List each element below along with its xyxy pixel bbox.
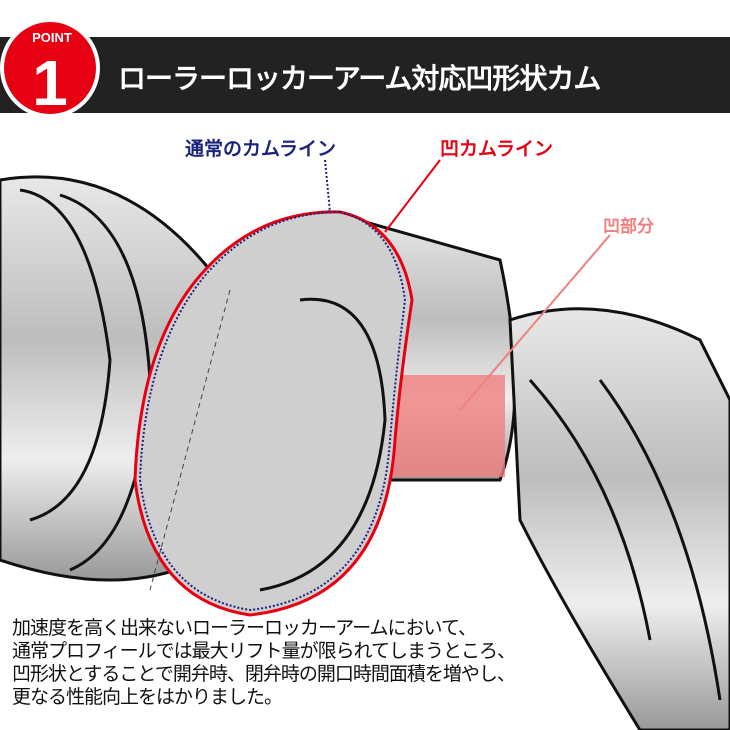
concave-cam-line-label: 凹カムライン	[440, 138, 554, 160]
description-line: 通常プロフィールでは最大リフト量が限られてしまうところ、	[12, 640, 516, 662]
concave-part-label: 凹部分	[603, 217, 654, 237]
normal-cam-line-label: 通常のカムライン	[185, 138, 337, 160]
description-line: 加速度を高く出来ないローラーロッカーアームにおいて、	[12, 617, 477, 639]
description-line: 更なる性能向上をはかりました。	[12, 686, 283, 708]
page-title: ローラーロッカーアーム対応凹形状カム	[118, 62, 601, 95]
badge-label: POINT	[32, 30, 72, 45]
badge-number: 1	[32, 47, 68, 115]
description: 加速度を高く出来ないローラーロッカーアームにおいて、 通常プロフィールでは最大リ…	[12, 617, 516, 709]
concave-part-area	[390, 375, 505, 477]
title-banner	[0, 37, 730, 113]
camshaft-illustration	[0, 159, 730, 730]
point-badge: POINT 1	[0, 18, 100, 115]
description-line: 凹形状とすることで開弁時、閉弁時の開口時間面積を増やし、	[12, 663, 516, 685]
